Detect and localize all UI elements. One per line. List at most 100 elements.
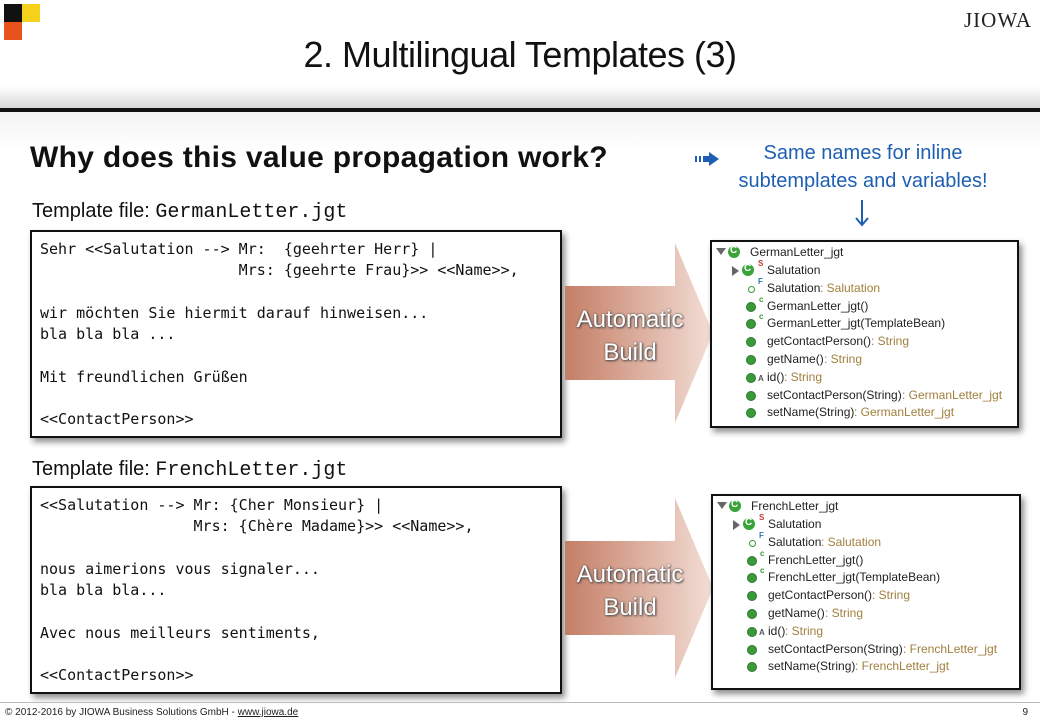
arrow-shape	[565, 243, 713, 423]
abstract-marker-icon: A	[759, 627, 765, 637]
class-icon	[728, 245, 740, 258]
code-line: bla bla bla ...	[40, 325, 176, 344]
expand-triangle-icon[interactable]	[733, 520, 740, 530]
slide-title: 2. Multilingual Templates (3)	[303, 34, 737, 75]
french-template-code: <<Salutation --> Mr: {Cher Monsieur} | M…	[30, 486, 562, 694]
note-line-2: subtemplates and variables!	[738, 170, 988, 192]
automatic-build-arrow-german: Automatic Build	[565, 243, 715, 423]
outline-member-row: F Salutation : Salutation	[713, 530, 1013, 552]
inner-class-icon	[742, 263, 754, 276]
footer-divider	[0, 702, 1040, 703]
outline-member-type: : FrenchLetter_jgt	[855, 659, 950, 674]
logo-square-black	[4, 4, 22, 22]
outline-member-type: : GermanLetter_jgt	[854, 405, 955, 420]
constructor-marker-icon: c	[760, 566, 765, 576]
arrow-label-line-1: Automatic	[576, 306, 684, 333]
automatic-build-arrow-french: Automatic Build	[565, 498, 715, 678]
section-heading: Why does this value propagation work?	[30, 141, 608, 174]
down-arrow-icon	[855, 200, 869, 227]
outline-member-type: : String	[825, 606, 864, 620]
outline-member-name: setName(String)	[767, 405, 855, 420]
method-dot-icon	[746, 355, 756, 365]
template-label-prefix: Template file:	[32, 200, 150, 222]
outline-member-row: setName(String) : GermanLetter_jgt	[712, 404, 1012, 422]
code-line: Mrs: {geehrte Frau}>> <<Name>>,	[40, 261, 519, 280]
field-icon	[749, 539, 756, 547]
outline-member-name: GermanLetter_jgt()	[767, 298, 869, 313]
footer-link[interactable]: www.jiowa.de	[237, 707, 299, 718]
expand-triangle-icon[interactable]	[717, 502, 727, 509]
footer-copyright: © 2012-2016 by JIOWA Business Solutions …	[5, 707, 298, 718]
outline-member-type: : String	[784, 369, 823, 384]
code-line: nous aimerions vous signaler...	[40, 559, 320, 578]
outline-member-name: id()	[767, 369, 785, 384]
method-dot-icon	[747, 555, 757, 566]
outline-member-row: getContactPerson() : String	[713, 587, 1013, 605]
outline-member-name: FrenchLetter_jgt(TemplateBean)	[768, 570, 941, 585]
outline-member-name: Salutation	[768, 534, 822, 549]
outline-class-row: GermanLetter_jgt	[712, 244, 1012, 262]
arrow-label-line-2: Build	[603, 594, 657, 621]
logo-square-orange	[4, 22, 22, 40]
outline-member-row: getName() : String	[713, 605, 1013, 623]
note-text: Same names for inline subtemplates and v…	[722, 139, 1004, 195]
french-template-label: Template file: FrenchLetter.jgt	[32, 458, 347, 482]
method-dot-icon	[746, 319, 756, 330]
outline-member-name: getName()	[768, 606, 825, 620]
outline-member-type: : Salutation	[821, 534, 882, 549]
outline-member-name: setContactPerson(String)	[767, 387, 902, 402]
expand-triangle-icon[interactable]	[716, 248, 726, 255]
outline-member-name: Salutation	[767, 263, 821, 277]
automatic-build-label: Automatic Build	[570, 558, 690, 624]
code-line: Avec nous meilleurs sentiments,	[40, 623, 320, 642]
field-icon	[748, 285, 755, 293]
outline-member-type: : String	[824, 352, 863, 366]
outline-member-row: getContactPerson() : String	[712, 333, 1012, 351]
german-template-filename: GermanLetter.jgt	[155, 201, 348, 224]
final-marker-icon: F	[759, 530, 764, 540]
arrow-label-line-2: Build	[603, 339, 657, 366]
class-icon	[729, 499, 741, 512]
abstract-marker-icon: A	[758, 373, 764, 383]
method-dot-icon	[747, 609, 757, 619]
inner-class-icon	[743, 517, 755, 530]
constructor-marker-icon: c	[760, 548, 765, 558]
expand-triangle-icon[interactable]	[732, 266, 739, 276]
german-template-code: Sehr <<Salutation --> Mr: {geehrter Herr…	[30, 230, 562, 438]
outline-member-type: : Salutation	[820, 280, 881, 295]
logo-square-yellow	[22, 4, 40, 22]
code-line: Mrs: {Chère Madame}>> <<Name>>,	[40, 517, 474, 536]
title-divider	[0, 108, 1040, 112]
outline-class-name: GermanLetter_jgt	[750, 245, 844, 259]
code-line: <<ContactPerson>>	[40, 410, 194, 429]
method-dot-icon	[747, 573, 757, 584]
method-dot-icon	[746, 408, 756, 419]
arrow-shape	[565, 498, 713, 678]
outline-class-row: FrenchLetter_jgt	[713, 498, 1013, 516]
german-template-label: Template file: GermanLetter.jgt	[32, 200, 347, 224]
code-line: wir möchten Sie hiermit darauf hinweisen…	[40, 303, 429, 322]
outline-member-type: : String	[871, 334, 910, 349]
static-marker-icon: S	[758, 259, 764, 268]
outline-member-name: FrenchLetter_jgt()	[768, 552, 864, 567]
outline-member-row: setContactPerson(String) : FrenchLetter_…	[713, 641, 1013, 659]
outline-member-name: getContactPerson()	[768, 588, 873, 603]
german-class-outline: GermanLetter_jgtSSalutationFSalutation :…	[710, 240, 1019, 428]
code-line: <<ContactPerson>>	[40, 666, 194, 685]
note-line-1: Same names for inline	[763, 142, 963, 164]
method-dot-icon	[747, 662, 757, 673]
outline-member-type: : GermanLetter_jgt	[902, 387, 1003, 402]
outline-member-name: setContactPerson(String)	[768, 641, 903, 656]
method-dot-icon	[746, 372, 756, 383]
outline-member-name: GermanLetter_jgt(TemplateBean)	[767, 316, 946, 331]
outline-member-row: setContactPerson(String) : GermanLetter_…	[712, 387, 1012, 405]
final-marker-icon: F	[758, 276, 763, 286]
french-template-filename: FrenchLetter.jgt	[155, 459, 348, 482]
method-dot-icon	[746, 390, 756, 401]
